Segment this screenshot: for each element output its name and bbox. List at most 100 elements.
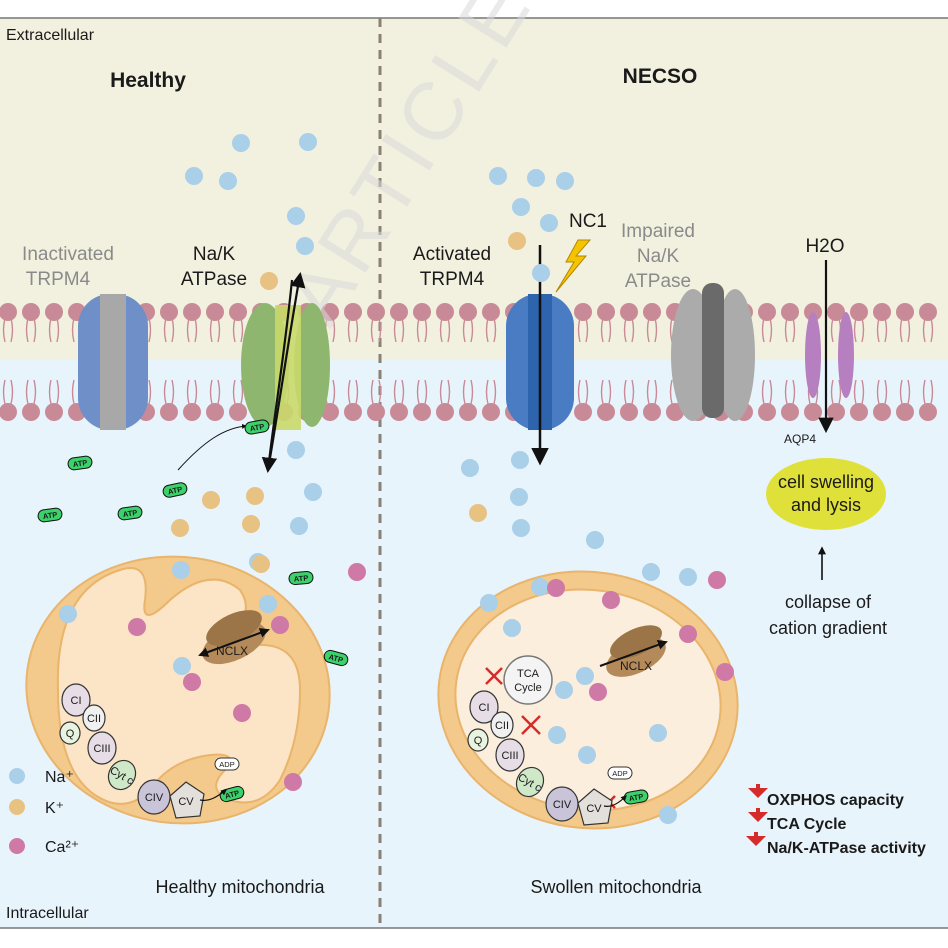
calcium-ion xyxy=(589,683,607,701)
complex-cv: CV xyxy=(169,781,205,819)
complex-civ: CIV xyxy=(137,779,171,815)
calcium-ion xyxy=(271,616,289,634)
atp-token: ATP xyxy=(623,789,649,805)
lightning-icon xyxy=(555,239,592,293)
complex-cytc: Cyt c xyxy=(516,766,545,798)
tca-line-1: TCA xyxy=(517,668,540,680)
lipid-tails xyxy=(370,317,382,405)
cell-swelling-badge xyxy=(766,458,886,530)
potassium-ion xyxy=(202,491,220,509)
complex-label-cv: CV xyxy=(178,796,194,808)
sodium-ion xyxy=(296,237,314,255)
legend-na-label: Na⁺ xyxy=(45,769,74,786)
atp-label: ATP xyxy=(224,788,240,800)
lipid-head xyxy=(597,403,615,421)
lipid-head xyxy=(367,303,385,321)
lipid-head xyxy=(206,403,224,421)
effect-tca: TCA Cycle xyxy=(767,816,847,833)
sodium-ion xyxy=(510,488,528,506)
sodium-ion xyxy=(531,578,549,596)
complex-q: Q xyxy=(59,721,81,745)
lipid-head xyxy=(459,403,477,421)
sodium-ion xyxy=(527,169,545,187)
atp-label: ATP xyxy=(72,458,88,469)
complex-label-cv: CV xyxy=(586,803,602,815)
aqp4-label: AQP4 xyxy=(784,432,816,446)
lipid-head xyxy=(873,303,891,321)
lipid-head xyxy=(367,403,385,421)
trpm4-label-left: TRPM4 xyxy=(26,269,91,290)
lipid-tails xyxy=(393,317,405,405)
impaired-atpase-label: ATPase xyxy=(625,271,691,292)
lipid-head xyxy=(482,403,500,421)
lipid-head xyxy=(0,303,17,321)
atp-synthesis-arrow xyxy=(199,789,227,801)
lipid-head xyxy=(896,403,914,421)
sodium-ion xyxy=(489,167,507,185)
sodium-ion xyxy=(512,519,530,537)
sodium-ion xyxy=(586,531,604,549)
complex-ci: CI xyxy=(469,690,499,724)
lipid-tails xyxy=(761,317,773,405)
inactivated-label: Inactivated xyxy=(22,244,114,265)
potassium-ion xyxy=(242,515,260,533)
potassium-ion xyxy=(260,272,278,290)
calcium-ion xyxy=(183,673,201,691)
atp-label: ATP xyxy=(293,573,308,583)
lipid-head xyxy=(229,403,247,421)
sodium-ion xyxy=(287,207,305,225)
lipid-tails xyxy=(186,317,198,405)
complex-label-ciii: CIII xyxy=(501,750,518,762)
lipid-head xyxy=(160,303,178,321)
sodium-ion xyxy=(548,726,566,744)
sodium-ion xyxy=(259,595,277,613)
sodium-ion xyxy=(512,198,530,216)
adp-label: ADP xyxy=(219,760,234,769)
complex-cv: CV xyxy=(577,788,613,826)
impaired-nak-label: Na/K xyxy=(637,246,680,267)
atp-label: ATP xyxy=(328,652,344,664)
lipid-tails xyxy=(462,317,474,405)
atp-synthesis-arrow-right xyxy=(603,795,627,807)
effect-oxphos: OXPHOS capacity xyxy=(767,792,904,809)
atp-supply-arrow xyxy=(177,423,247,471)
complex-label-ci: CI xyxy=(71,695,82,707)
lipid-head xyxy=(620,403,638,421)
lipid-head xyxy=(22,303,40,321)
nc1-label: NC1 xyxy=(569,211,607,232)
k-influx-arrow xyxy=(261,279,294,474)
lipid-head xyxy=(229,303,247,321)
sodium-ion xyxy=(578,746,596,764)
calcium-ion xyxy=(128,618,146,636)
complex-label-cii: CII xyxy=(495,720,509,732)
healthy-caption: Healthy mitochondria xyxy=(155,877,325,897)
lipid-tails xyxy=(485,317,497,405)
sodium-ion xyxy=(219,172,237,190)
complex-q: Q xyxy=(467,728,489,752)
sodium-ion xyxy=(649,724,667,742)
sodium-ion xyxy=(59,605,77,623)
calcium-ion xyxy=(679,625,697,643)
nclx-right xyxy=(599,625,668,677)
intracellular-label: Intracellular xyxy=(6,905,89,922)
activated-label: Activated xyxy=(413,244,491,265)
complex-label-ci: CI xyxy=(479,702,490,714)
atp-label: ATP xyxy=(42,510,58,521)
adp-token: ADP xyxy=(607,766,633,780)
atp-label: ATP xyxy=(249,422,265,433)
swelling-line-1: cell swelling xyxy=(778,472,874,492)
calcium-ion xyxy=(716,663,734,681)
complex-label-civ: CIV xyxy=(553,799,572,811)
calcium-ion xyxy=(233,704,251,722)
complex-cytc: Cyt c xyxy=(108,759,137,791)
lipid-head xyxy=(45,303,63,321)
nak-label-1: Na/K xyxy=(193,244,236,265)
nclx-left xyxy=(198,610,270,665)
lipid-head xyxy=(620,303,638,321)
sodium-ion xyxy=(304,483,322,501)
legend-ca-dot xyxy=(9,838,25,854)
lipid-tails xyxy=(899,317,911,405)
lipid-head xyxy=(781,403,799,421)
lipid-head xyxy=(781,303,799,321)
lipid-tails xyxy=(922,317,934,405)
